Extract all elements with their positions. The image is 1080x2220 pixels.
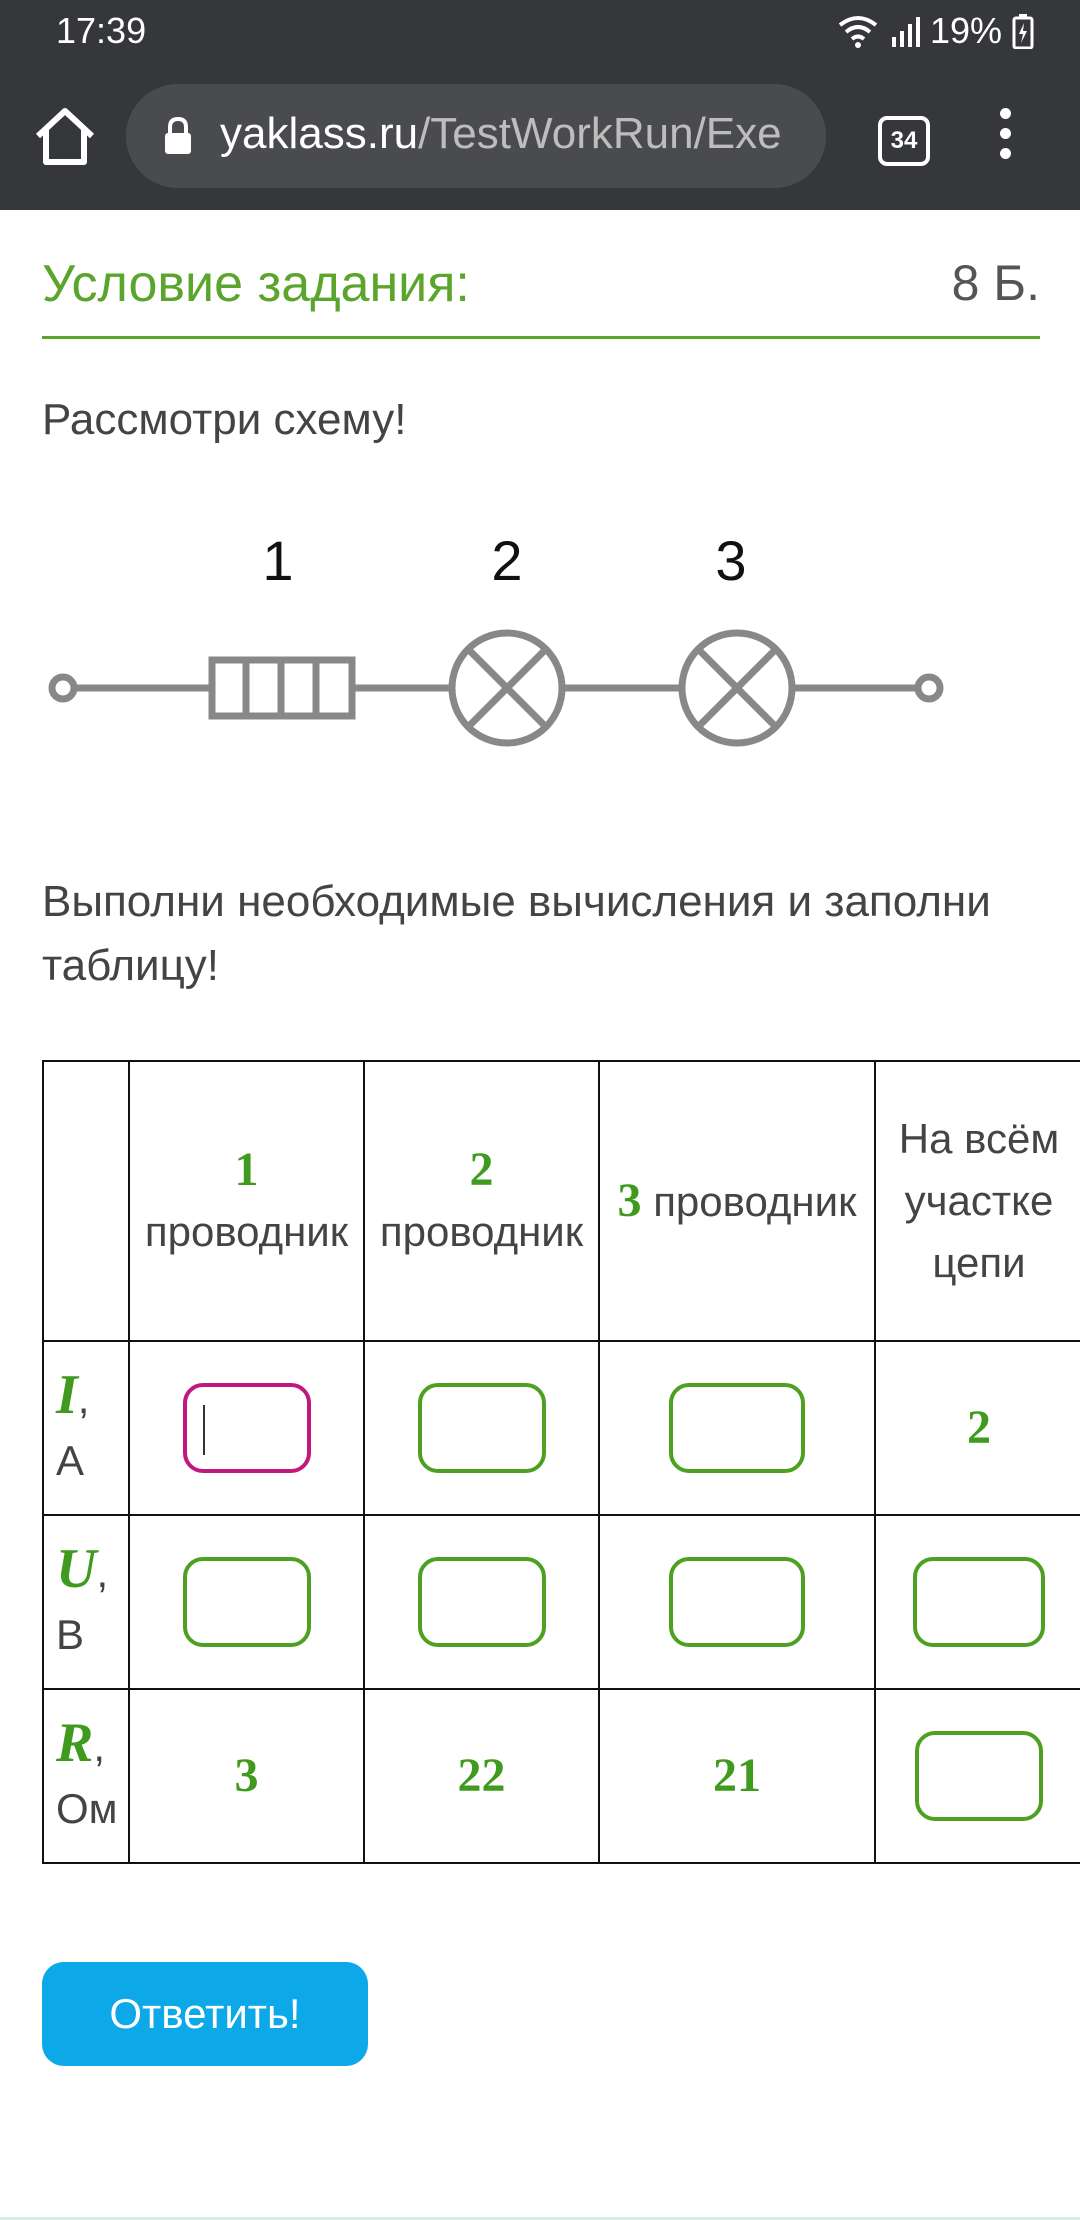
table-cell bbox=[363, 1514, 600, 1690]
row-label-voltage: U, В bbox=[42, 1514, 130, 1690]
row-label-resistance: R, Ом bbox=[42, 1688, 130, 1864]
row-label-current: I, А bbox=[42, 1340, 130, 1516]
task-header: Условие задания: 8 Б. bbox=[42, 250, 1040, 339]
given-value: 3 bbox=[234, 1748, 259, 1802]
table-row: I, А 2 bbox=[42, 1340, 1080, 1516]
url-domain: yaklass.ru bbox=[220, 109, 419, 158]
table-cell bbox=[128, 1340, 365, 1516]
tab-switcher-button[interactable]: 34 bbox=[878, 116, 930, 166]
answer-input-i2[interactable] bbox=[417, 1383, 546, 1473]
url-path: /TestWorkRun/Exe bbox=[418, 109, 782, 158]
table-cell: 21 bbox=[598, 1688, 876, 1864]
table-cell bbox=[598, 1340, 876, 1516]
header-conductor-2: 2 проводник bbox=[363, 1060, 600, 1342]
table-corner-cell bbox=[42, 1060, 130, 1342]
status-time: 17:39 bbox=[56, 10, 147, 51]
answer-input-i1[interactable] bbox=[182, 1383, 311, 1473]
header-word: проводник bbox=[144, 1208, 349, 1255]
header-num: 3 bbox=[617, 1173, 642, 1227]
menu-icon[interactable] bbox=[990, 108, 1020, 168]
status-icons: 19% bbox=[836, 10, 1034, 52]
bottom-divider bbox=[0, 2217, 1080, 2220]
task-title: Условие задания: bbox=[42, 255, 470, 313]
given-value: 21 bbox=[713, 1748, 761, 1802]
instruction-text-2: Выполни необходимые вычисления и заполни… bbox=[42, 877, 991, 990]
table-cell bbox=[128, 1514, 365, 1690]
battery-percent: 19% bbox=[929, 10, 1002, 51]
header-word: На всём участке цепи bbox=[898, 1115, 1060, 1286]
answer-input-u-total[interactable] bbox=[913, 1557, 1045, 1647]
answer-input-u2[interactable] bbox=[417, 1557, 546, 1647]
unit-label: , А bbox=[56, 1375, 90, 1484]
given-value: 2 bbox=[967, 1400, 991, 1454]
answer-input-r-total[interactable] bbox=[915, 1731, 1043, 1821]
header-conductor-1: 1 проводник bbox=[128, 1060, 365, 1342]
header-conductor-3: 3 проводник bbox=[598, 1060, 876, 1342]
home-icon[interactable] bbox=[30, 102, 100, 172]
table-cell: 3 bbox=[128, 1688, 365, 1864]
terminal-left bbox=[48, 673, 78, 703]
var-symbol: R bbox=[56, 1712, 94, 1774]
table-cell: 2 bbox=[874, 1340, 1080, 1516]
answer-input-u3[interactable] bbox=[669, 1557, 805, 1647]
browser-toolbar: yaklass.ru/TestWorkRun/Exe 34 bbox=[0, 64, 1080, 210]
circuit-label-2: 2 bbox=[491, 530, 522, 592]
instruction-text: Рассмотри схему! bbox=[42, 395, 407, 444]
circuit-label-3: 3 bbox=[715, 530, 746, 592]
terminal-right bbox=[914, 673, 944, 703]
status-bar: 17:39 19% bbox=[0, 0, 1080, 64]
header-word: проводник bbox=[653, 1177, 857, 1225]
header-num: 2 bbox=[469, 1143, 494, 1196]
answer-input-i3[interactable] bbox=[669, 1383, 805, 1473]
given-value: 22 bbox=[457, 1748, 506, 1802]
circuit-diagram: 1 2 3 bbox=[48, 530, 944, 747]
table-row: R, Ом 3 22 21 bbox=[42, 1688, 1080, 1864]
var-symbol: I bbox=[56, 1364, 78, 1426]
task-points: 8 Б. bbox=[951, 255, 1040, 311]
header-word: проводник bbox=[379, 1208, 584, 1255]
wifi-icon bbox=[838, 16, 878, 48]
signal-icon bbox=[891, 17, 920, 47]
table-header-row: 1 проводник 2 проводник 3 проводник На в… bbox=[42, 1060, 1080, 1342]
header-num: 1 bbox=[234, 1143, 259, 1196]
table-cell bbox=[874, 1688, 1080, 1864]
lock-icon bbox=[165, 116, 191, 154]
url-text: yaklass.ru/TestWorkRun/Exe bbox=[220, 109, 782, 159]
table-cell bbox=[598, 1514, 876, 1690]
calculation-table: 1 проводник 2 проводник 3 проводник На в… bbox=[42, 1060, 1080, 1864]
table-row: U, В bbox=[42, 1514, 1080, 1690]
circuit-label-1: 1 bbox=[262, 530, 293, 592]
table-cell bbox=[874, 1514, 1080, 1690]
header-whole-circuit: На всём участке цепи bbox=[874, 1060, 1080, 1342]
battery-charging-icon bbox=[1012, 14, 1034, 49]
text-caret bbox=[202, 1405, 205, 1455]
table-cell: 22 bbox=[363, 1688, 600, 1864]
address-bar[interactable]: yaklass.ru/TestWorkRun/Exe bbox=[126, 84, 826, 188]
var-symbol: U bbox=[56, 1538, 97, 1600]
unit-label: , В bbox=[56, 1549, 109, 1658]
answer-input-u1[interactable] bbox=[182, 1557, 311, 1647]
table-cell bbox=[363, 1340, 600, 1516]
unit-label: , Ом bbox=[56, 1723, 118, 1832]
submit-button[interactable]: Ответить! bbox=[42, 1962, 368, 2066]
